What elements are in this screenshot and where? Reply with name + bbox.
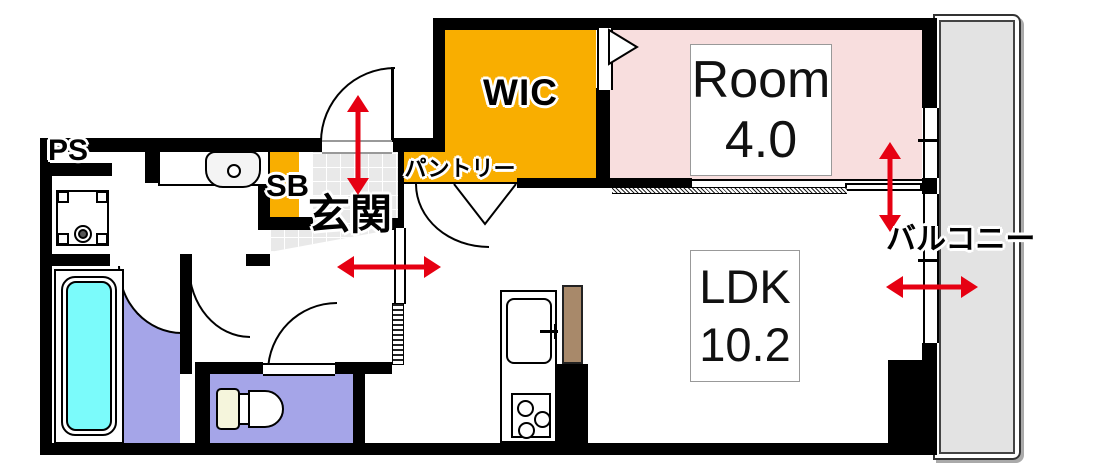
window-tick-upper [918,139,938,142]
room-area: 4.0 [724,111,798,169]
wall-toilet-top-left [195,362,263,374]
toilet-door-arc [267,302,337,372]
ldk-label-box: LDK 10.2 [690,250,800,382]
sb-label: SB [266,168,310,203]
room-ldk-track-line [692,179,922,181]
entrance-label: 玄関 [308,191,393,238]
ldk-area: 10.2 [699,318,791,371]
washbasin-bowl [205,151,261,188]
ldk-balcony-flow-arrow [886,270,978,304]
wall-entrance-right [398,152,404,218]
wall-top-main [433,18,937,30]
wall-toilet-right [353,362,365,455]
room-name: Room [691,51,831,109]
toilet-bowl [248,390,284,428]
bathtub-water [66,281,112,431]
toilet-tank [216,388,240,430]
wall-bath-top [52,254,110,266]
room-label-box: Room 4.0 [690,44,832,176]
wall-kitchen-column [557,364,588,444]
pantry-label: パントリー [404,156,516,181]
washbasin-faucet-icon [227,164,241,178]
wall-wash-right-stub [246,254,270,266]
wall-toilet-left [195,362,210,455]
entrance-door-leaf [391,67,394,142]
hall-sliding-door-pocket [392,303,404,365]
washroom-door-arc [188,266,250,338]
wall-ps-bottom [52,163,112,176]
burner-icon [534,411,551,428]
wall-slide-top-block [391,218,404,230]
burner-icon [517,400,534,417]
wall-ldk-corner-column [888,360,924,445]
room-ldk-opening-hatch [612,187,847,194]
counter-panel [562,285,583,364]
pantry-label-band [403,152,517,182]
gas-stove [511,393,551,439]
wall-bottom-outer [40,443,937,455]
shoe-box [270,152,299,217]
wall-wic-bottom [517,178,692,188]
window-tick-lower [918,259,938,262]
wall-sb-bottom [258,217,313,230]
balcony-label: バルコニー [886,223,1036,256]
hall-ldk-flow-arrow [337,250,441,284]
wic-door-swing-icon [608,28,639,66]
balcony-floor [939,20,1015,454]
wall-top-left [40,138,322,152]
wall-right-lower [922,343,937,447]
wall-ps-right-stub [145,138,158,183]
washing-machine-pan [56,190,109,246]
wic-label: WIC [483,72,558,113]
ps-label: PS [48,134,89,167]
room-balcony-flow-arrow [873,142,907,232]
wall-wic-left [433,18,445,152]
kitchen-faucet-icon [540,330,558,333]
wall-bath-hall-divider [180,254,192,374]
ldk-balcony-window [923,194,939,343]
wall-right-upper [922,18,937,108]
pantry-track-line [403,182,517,184]
entrance-flow-arrow [341,95,375,195]
toilet-door-leaf [263,363,335,376]
kitchen-faucet-icon-tick [554,324,557,339]
wall-left-outer [40,138,52,455]
wall-wic-room-divider [596,88,610,180]
burner-icon [518,422,535,439]
wall-top-mid [393,138,445,152]
room-balcony-window [923,108,939,178]
wall-right-mid-block [922,178,937,194]
ldk-name: LDK [699,260,791,313]
pantry-folding-door-icon [453,183,517,226]
